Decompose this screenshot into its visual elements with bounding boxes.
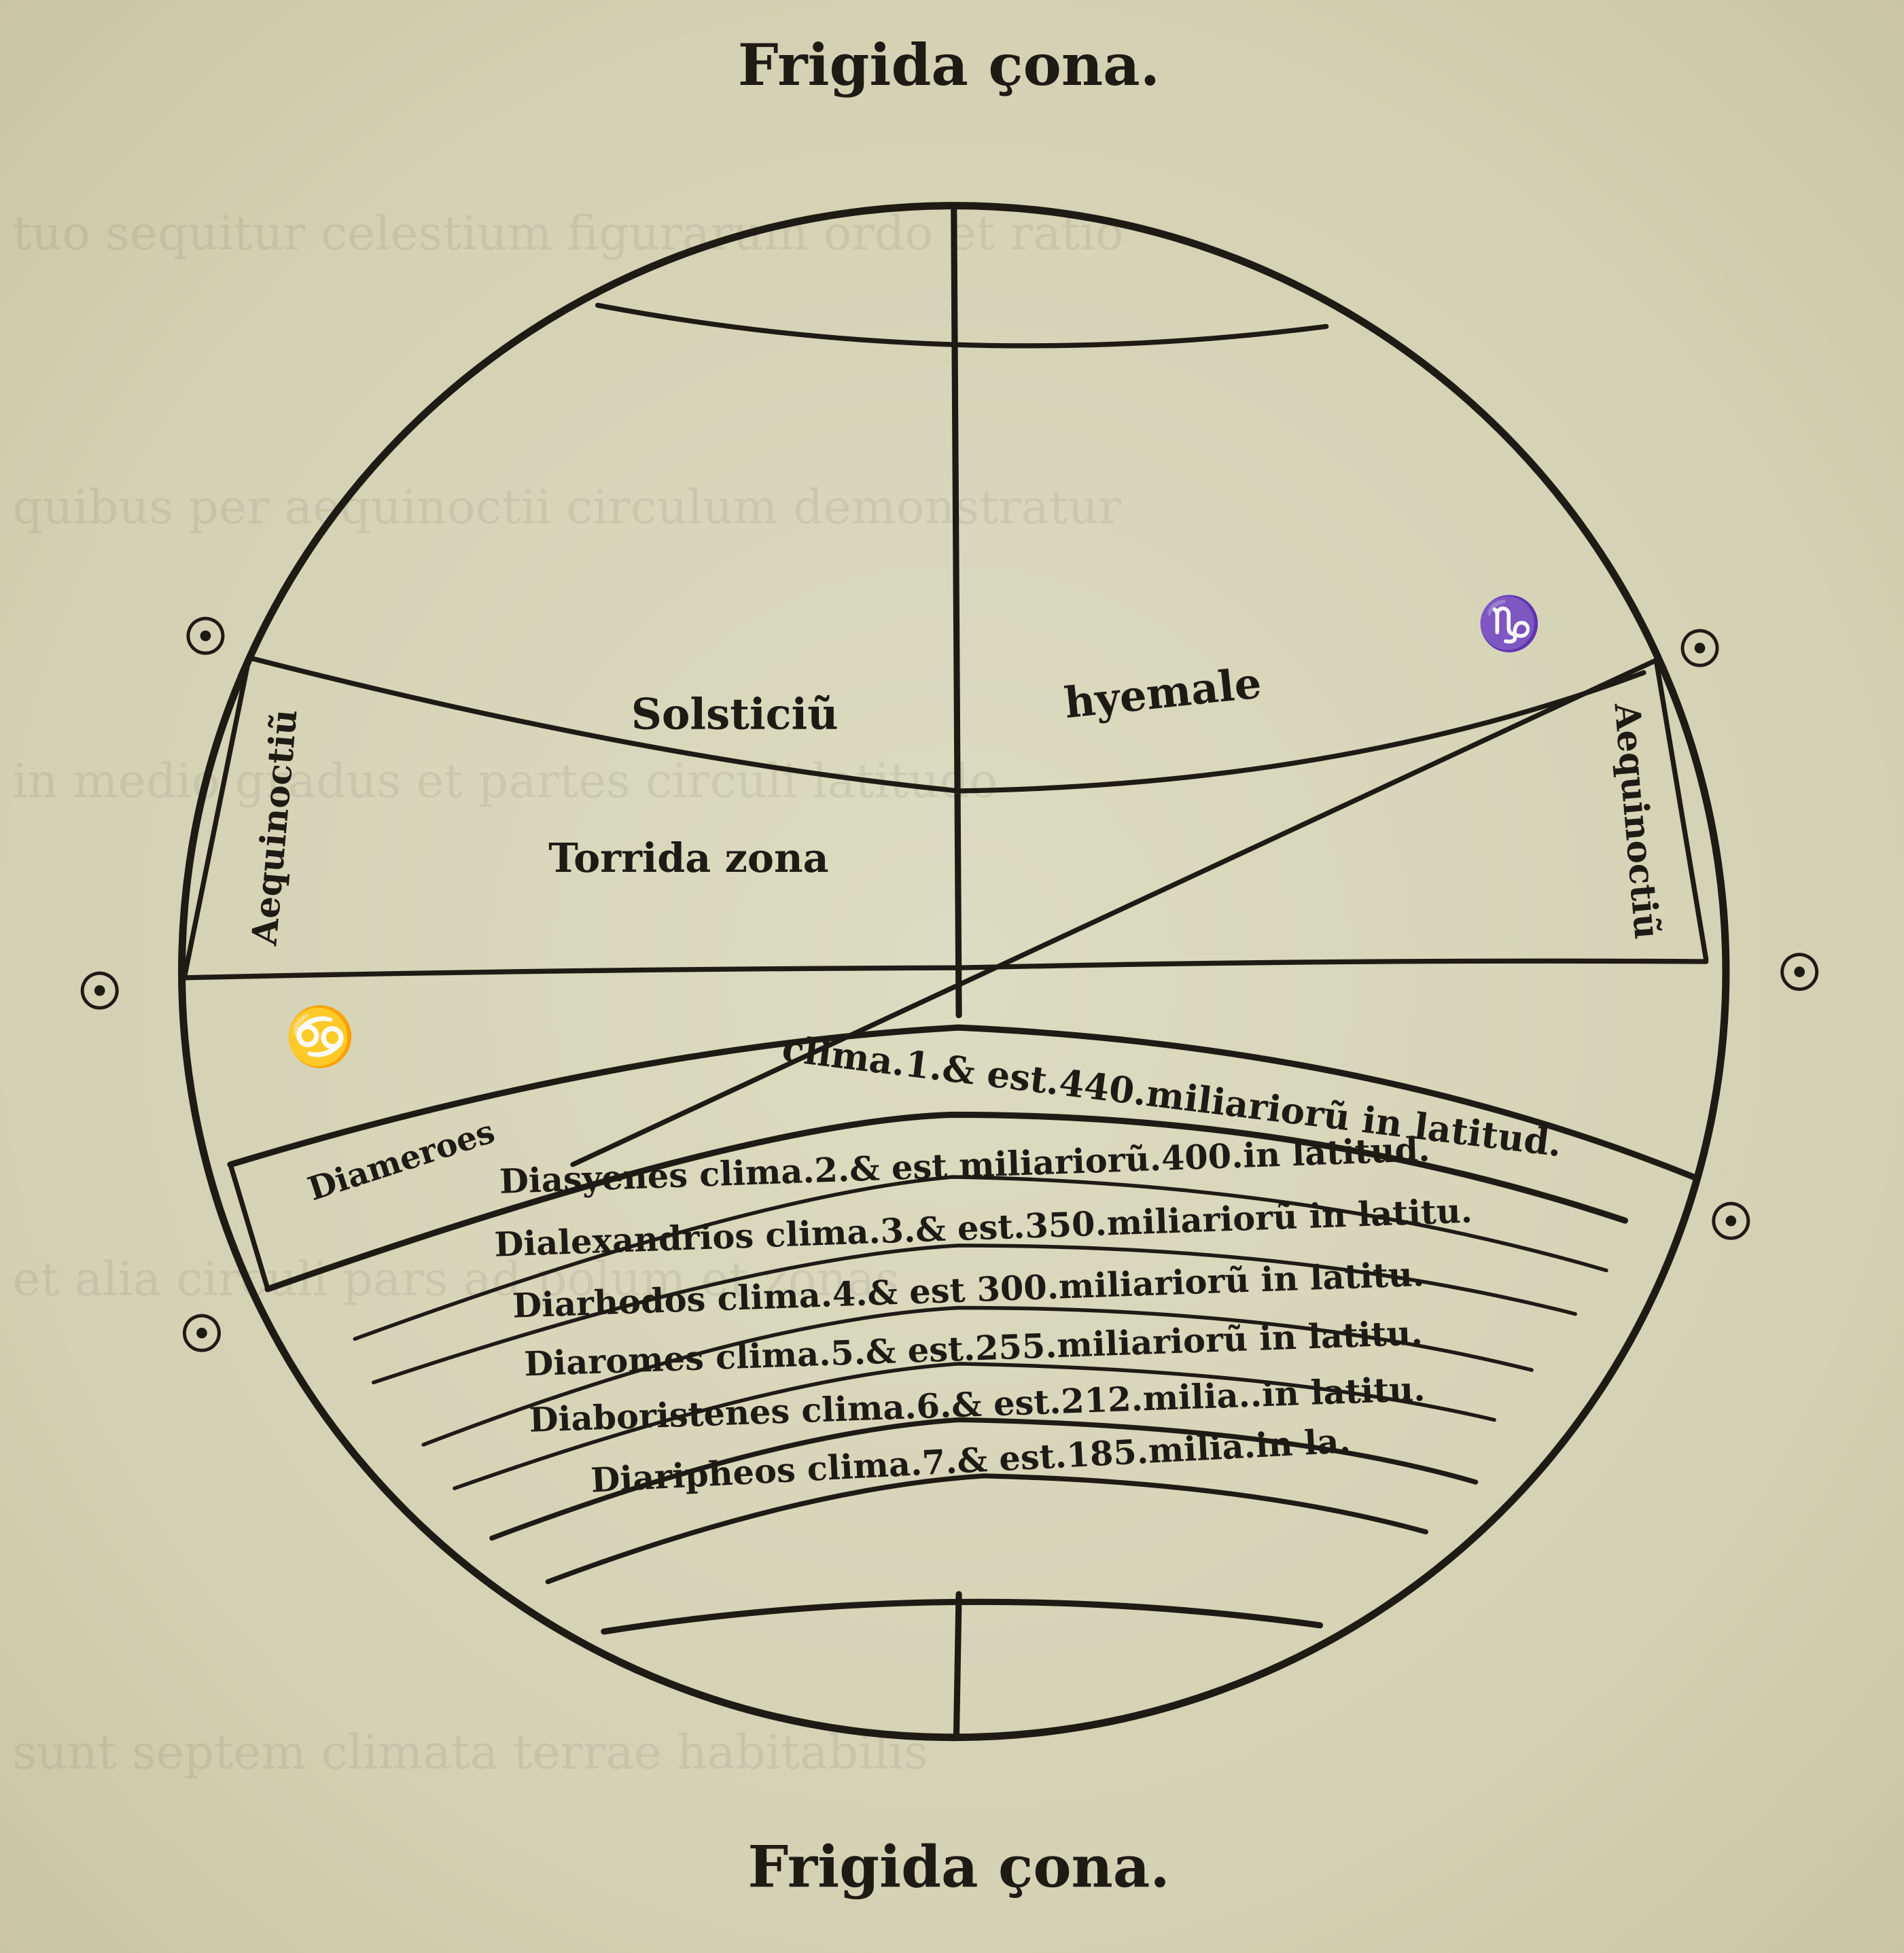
title-top: Frigida çona. xyxy=(738,31,1160,99)
climate-boundaries xyxy=(264,1111,1629,1585)
equinox-band-left xyxy=(181,655,252,981)
climate-2-label: Diasyenes clima.2.& est miliariorũ.400.i… xyxy=(499,1129,1430,1201)
title-bottom: Frigida çona. xyxy=(747,1833,1169,1901)
svg-text:et alia circuli pars ad polum: et alia circuli pars ad polum et zonas xyxy=(12,1252,899,1307)
arctic-circle-line xyxy=(595,302,1329,349)
svg-text:sunt septem climata terrae hab: sunt septem climata terrae habitabilis xyxy=(12,1725,928,1780)
antarctic-circle-line xyxy=(601,1598,1324,1635)
sun-icon: ☉ xyxy=(183,608,228,666)
label-diameroes: Diameroes xyxy=(304,1112,499,1208)
svg-text:tuo sequitur celestium figurar: tuo sequitur celestium figurarum ordo et… xyxy=(12,206,1123,261)
equator-line xyxy=(181,958,1709,981)
sun-icon: ☉ xyxy=(77,963,122,1021)
sun-symbols: ☉ ☉ ☉ ☉ ☉ ☉ xyxy=(77,608,1822,1363)
winter-tropic-line xyxy=(227,1024,1697,1180)
svg-text:quibus per aequinoctii circulu: quibus per aequinoctii circulum demonstr… xyxy=(12,480,1121,535)
label-hyemale: hyemale xyxy=(1062,658,1264,728)
equinox-band-right xyxy=(1653,657,1709,962)
ecliptic-line xyxy=(570,657,1659,1167)
cancer-symbol: ♋ xyxy=(275,993,365,1080)
label-solsticium: Solsticiũ xyxy=(631,689,839,739)
svg-text:in medio gradus et partes circ: in medio gradus et partes circuli latitu… xyxy=(12,754,998,809)
axis-line-bottom xyxy=(953,1591,962,1741)
sun-icon: ☉ xyxy=(1678,620,1723,679)
left-boundary-line xyxy=(228,1162,270,1292)
sun-icon: ☉ xyxy=(1708,1193,1753,1252)
axis-line xyxy=(951,203,962,1019)
label-aequinoctium-left: Aequinoctiũ xyxy=(244,707,305,947)
summer-tropic-line xyxy=(246,655,1646,794)
sun-icon: ☉ xyxy=(179,1305,224,1364)
label-aequinoctium-right: Aequinoctiũ xyxy=(1606,701,1667,940)
label-torrida-zona: Torrida zona xyxy=(548,834,828,881)
climate-3-label: Dialexandrios clima.3.& est.350.miliario… xyxy=(493,1191,1473,1265)
sun-icon: ☉ xyxy=(1777,944,1822,1002)
bleed-through-text: tuo sequitur celestium figurarum ordo et… xyxy=(12,206,1123,1780)
capricorn-symbol: ♑ xyxy=(1477,593,1542,654)
